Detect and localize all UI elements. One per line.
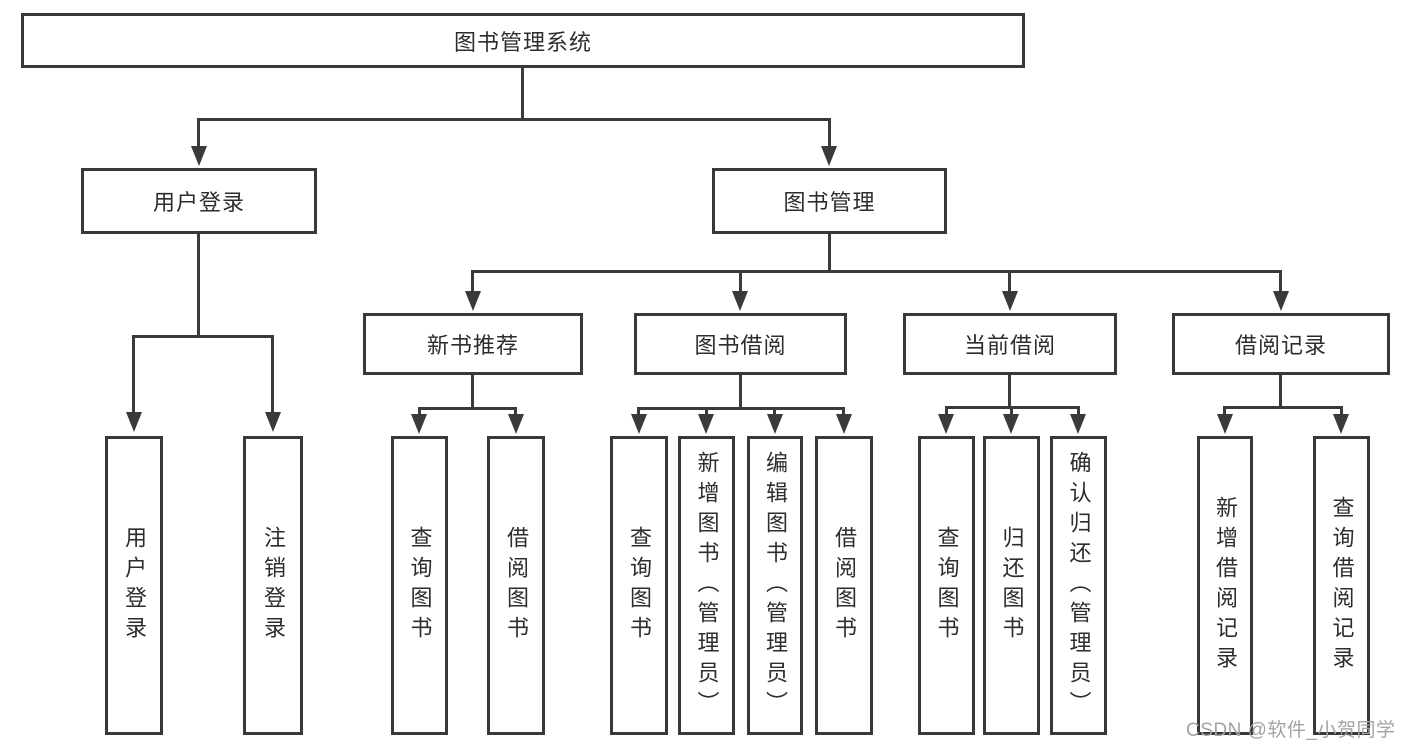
leaf-newbook-query-books: 查询图书 xyxy=(391,436,448,735)
arrow-down-icon xyxy=(508,414,524,434)
connector-vline xyxy=(705,407,708,416)
arrow-down-icon xyxy=(1003,414,1019,434)
node-label: 借阅图书 xyxy=(832,525,857,646)
node-label: 注销登录 xyxy=(261,525,286,646)
leaf-bookborrow-query-books: 查询图书 xyxy=(610,436,668,735)
node-label: 查询图书 xyxy=(627,525,652,646)
node-user-login: 用户登录 xyxy=(81,168,317,234)
node-label: 确认归还（管理员） xyxy=(1066,450,1092,721)
connector-vline xyxy=(828,118,831,148)
connector-vline xyxy=(637,407,640,416)
arrow-down-icon xyxy=(1217,414,1233,434)
node-label: 图书管理 xyxy=(783,190,876,215)
leaf-currentborrow-query-books: 查询图书 xyxy=(918,436,975,735)
arrow-down-icon xyxy=(1273,291,1289,311)
connector-vline xyxy=(521,66,524,120)
node-label: 借阅图书 xyxy=(504,525,529,646)
connector-vline xyxy=(1008,270,1011,292)
leaf-records-add-borrow-record: 新增借阅记录 xyxy=(1197,436,1253,735)
connector-vline xyxy=(132,335,135,414)
connector-vline xyxy=(1010,406,1013,416)
connector-vline xyxy=(514,407,517,416)
connector-vline xyxy=(842,407,845,416)
node-library-management-system: 图书管理系统 xyxy=(21,13,1025,68)
connector-vline xyxy=(1279,375,1282,408)
connector-vline xyxy=(1223,406,1226,416)
connector-vline xyxy=(739,270,742,292)
arrow-down-icon xyxy=(698,414,714,434)
connector-vline xyxy=(197,234,200,338)
node-label: 借阅记录 xyxy=(1234,333,1327,358)
node-label: 新增借阅记录 xyxy=(1213,495,1238,676)
arrow-down-icon xyxy=(767,414,783,434)
leaf-logout: 注销登录 xyxy=(243,436,303,735)
arrow-down-icon xyxy=(631,414,647,434)
connector-vline xyxy=(471,375,474,409)
node-label: 新书推荐 xyxy=(426,333,519,358)
leaf-currentborrow-confirm-return-admin: 确认归还（管理员） xyxy=(1050,436,1107,735)
node-label: 用户登录 xyxy=(152,190,245,215)
connector-hline xyxy=(418,407,517,410)
node-label: 图书借阅 xyxy=(694,333,787,358)
arrow-down-icon xyxy=(836,414,852,434)
node-label: 新增图书（管理员） xyxy=(694,450,720,721)
arrow-down-icon xyxy=(265,412,281,432)
node-label: 图书管理系统 xyxy=(453,29,592,55)
leaf-bookborrow-edit-books-admin: 编辑图书（管理员） xyxy=(747,436,803,735)
node-label: 查询图书 xyxy=(407,525,433,646)
node-label: 归还图书 xyxy=(999,525,1025,646)
arrow-down-icon xyxy=(732,291,748,311)
connector-vline xyxy=(418,407,421,416)
leaf-bookborrow-add-books-admin: 新增图书（管理员） xyxy=(678,436,735,735)
arrow-down-icon xyxy=(1002,291,1018,311)
connector-hline xyxy=(132,335,274,338)
leaf-user-login: 用户登录 xyxy=(105,436,163,735)
connector-vline xyxy=(1008,375,1011,408)
arrow-down-icon xyxy=(191,146,207,166)
node-label: 编辑图书（管理员） xyxy=(763,450,788,721)
node-new-book-recommend: 新书推荐 xyxy=(363,313,583,375)
node-book-borrow: 图书借阅 xyxy=(634,313,847,375)
connector-vline xyxy=(1340,406,1343,416)
leaf-records-query-borrow-record: 查询借阅记录 xyxy=(1313,436,1370,735)
node-label: 查询图书 xyxy=(934,525,960,646)
connector-hline xyxy=(197,118,831,121)
arrow-down-icon xyxy=(411,414,427,434)
connector-vline xyxy=(197,118,200,148)
connector-hline xyxy=(471,270,1282,273)
csdn-watermark: CSDN @软件_小贺同学 xyxy=(1186,720,1396,741)
leaf-bookborrow-borrow-books: 借阅图书 xyxy=(815,436,873,735)
connector-vline xyxy=(828,234,831,272)
arrow-down-icon xyxy=(821,146,837,166)
node-book-management: 图书管理 xyxy=(712,168,947,234)
connector-vline xyxy=(471,270,474,292)
arrow-down-icon xyxy=(1333,414,1349,434)
connector-vline xyxy=(1279,270,1282,292)
connector-hline xyxy=(637,407,844,410)
connector-vline xyxy=(773,407,776,416)
connector-vline xyxy=(945,406,948,416)
node-borrow-records: 借阅记录 xyxy=(1172,313,1390,375)
leaf-newbook-borrow-books: 借阅图书 xyxy=(487,436,545,735)
arrow-down-icon xyxy=(465,291,481,311)
node-label: 当前借阅 xyxy=(963,333,1056,358)
connector-hline xyxy=(1223,406,1342,409)
node-current-borrow: 当前借阅 xyxy=(903,313,1117,375)
arrow-down-icon xyxy=(126,412,142,432)
connector-vline xyxy=(271,335,274,414)
node-label: 用户登录 xyxy=(122,525,147,646)
arrow-down-icon xyxy=(938,414,954,434)
arrow-down-icon xyxy=(1070,414,1086,434)
leaf-currentborrow-return-books: 归还图书 xyxy=(983,436,1040,735)
node-label: 查询借阅记录 xyxy=(1329,495,1355,676)
connector-vline xyxy=(739,375,742,409)
connector-vline xyxy=(1077,406,1080,416)
